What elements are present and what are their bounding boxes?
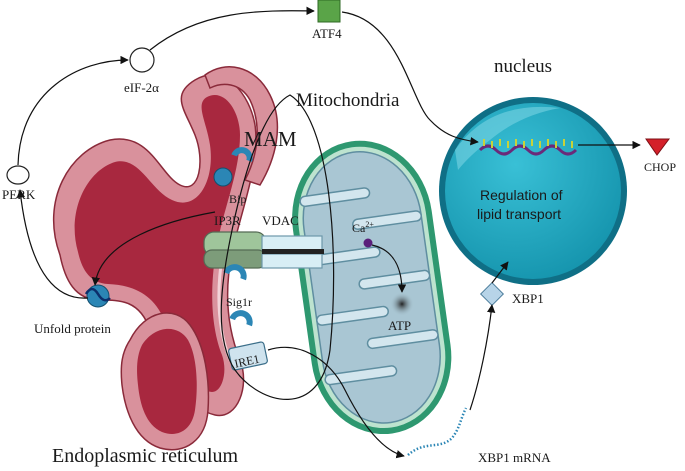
label-xbp1: XBP1	[512, 291, 544, 306]
label-ca: Ca2+	[352, 220, 374, 235]
arrow-unfold-to-perk	[16, 189, 89, 299]
label-ip3r: IP3R	[214, 213, 241, 228]
label-vdac: VDAC	[262, 213, 299, 228]
label-mitochondria: Mitochondria	[296, 90, 400, 111]
arrow-ca-to-atp	[371, 244, 407, 293]
label-unfold-protein: Unfold protein	[34, 321, 111, 336]
arrow-perk-to-eif2a	[17, 55, 129, 166]
endoplasmic-reticulum	[52, 66, 279, 451]
arrow-eif2a-to-atf4	[149, 6, 315, 51]
bip-receptor	[213, 147, 253, 187]
unfold-protein-icon	[84, 284, 111, 308]
arrow-ire1-to-mrna	[267, 346, 405, 459]
arrow-xbp1-to-nucleus	[491, 261, 509, 284]
label-xbp1-mrna: XBP1 mRNA	[478, 450, 551, 465]
label-mam: MAM	[244, 127, 297, 151]
arrow-mrna-to-xbp1	[469, 304, 496, 411]
sig1r-receptor	[223, 264, 247, 281]
nucleus	[439, 97, 627, 285]
eif2a-node	[129, 47, 155, 73]
dna-strand	[478, 144, 578, 156]
xbp1-mrna-strand	[407, 407, 468, 456]
xbp1-node	[479, 281, 505, 307]
pathway-arrows	[16, 6, 641, 459]
label-regulation-1: Regulation of	[480, 187, 563, 203]
calcium-ion	[363, 238, 373, 248]
label-regulation-2: lipid transport	[477, 206, 561, 222]
atp-spot	[390, 292, 414, 316]
label-atp: ATP	[388, 318, 411, 333]
chop-node	[645, 138, 670, 156]
mitochondria	[292, 140, 452, 435]
dna-bristles	[483, 139, 573, 148]
label-nucleus: nucleus	[494, 56, 552, 77]
label-eif2a: eIF-2α	[124, 80, 159, 95]
ire1-receptor	[228, 310, 268, 371]
perk-node	[6, 165, 30, 185]
label-chop: CHOP	[644, 160, 676, 174]
arrow-atf4-to-nucleus	[341, 11, 479, 146]
label-bip: Bip	[229, 192, 246, 206]
mam-loop	[220, 94, 335, 400]
label-endoplasmic-reticulum: Endoplasmic reticulum	[52, 445, 239, 467]
label-atf4: ATF4	[312, 26, 342, 41]
atf4-node	[317, 0, 341, 23]
ip3r-vdac-channel	[203, 231, 324, 269]
label-ire1: IRE1	[233, 352, 261, 371]
label-sig1r: Sig1r	[226, 295, 252, 309]
arrow-loop-to-unfold	[91, 211, 216, 286]
label-perk: PERK	[2, 187, 36, 202]
